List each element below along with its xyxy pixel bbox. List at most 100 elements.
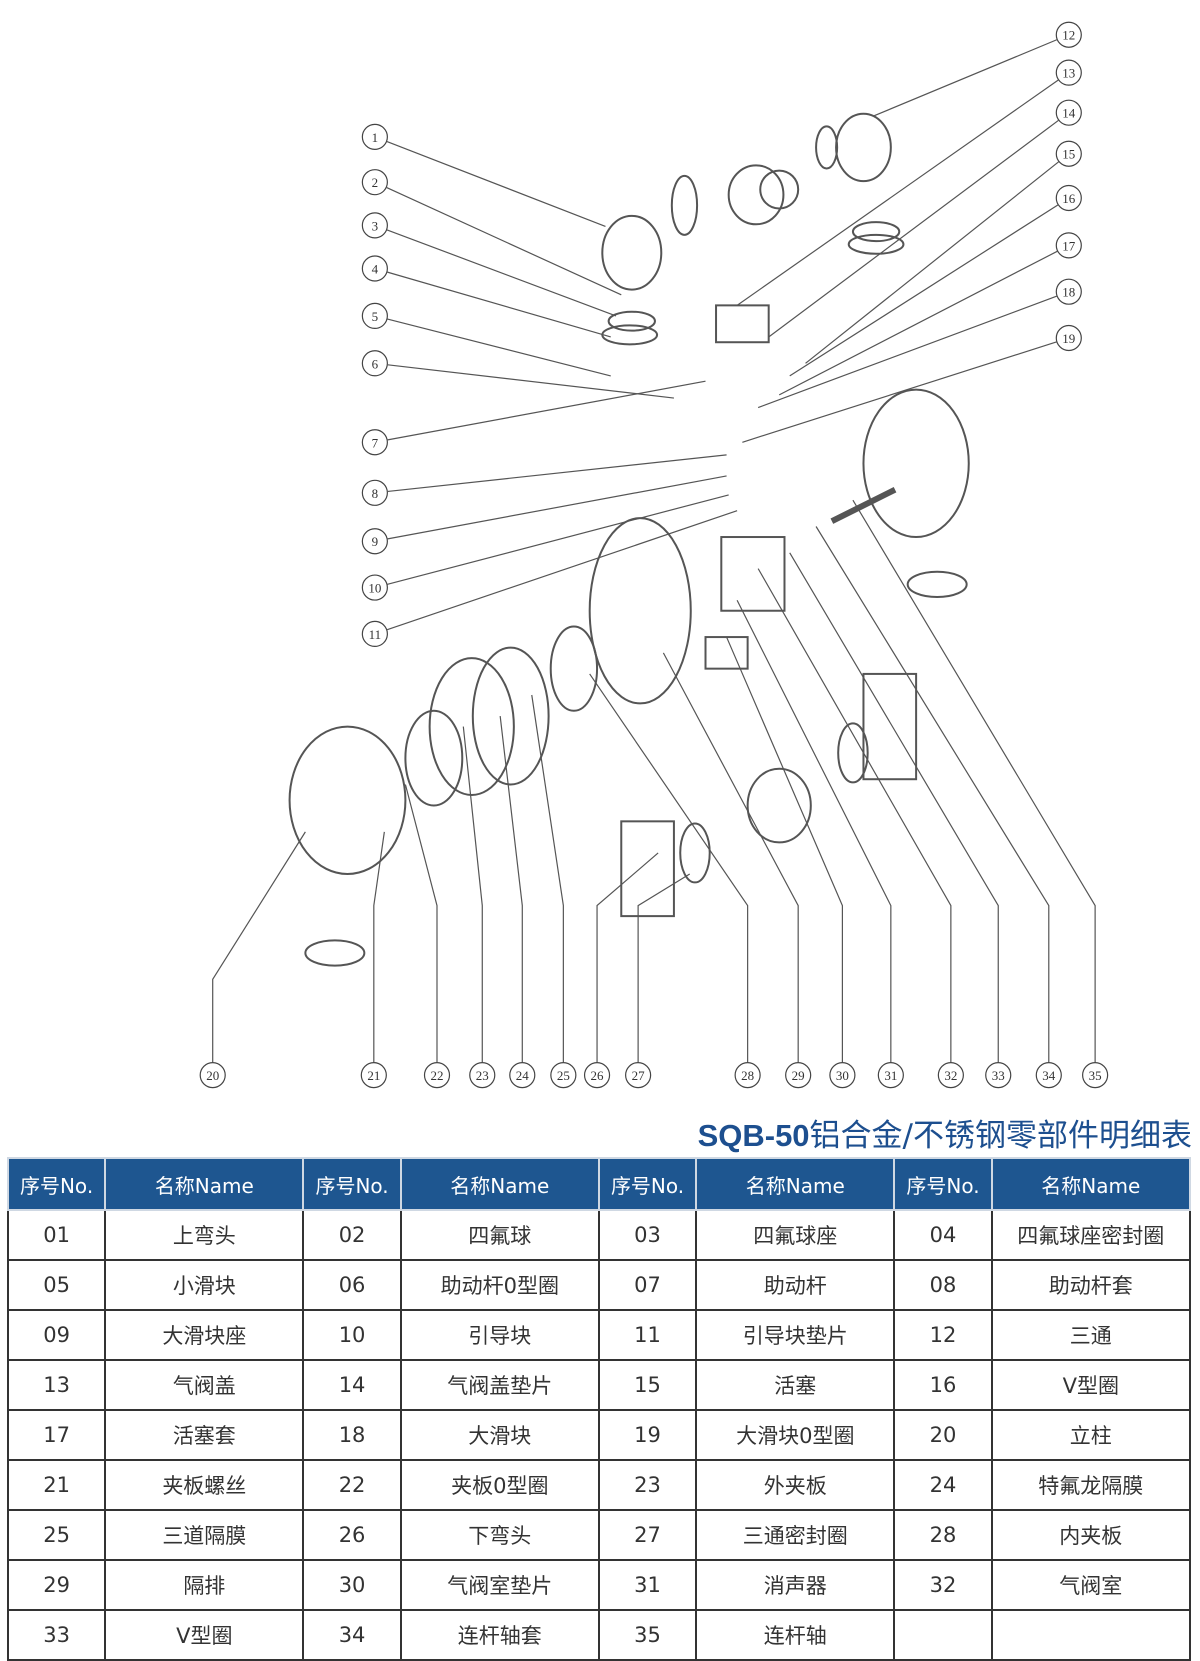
leader-line-28 bbox=[589, 673, 749, 1063]
callout-number: 10 bbox=[368, 581, 381, 596]
leader-line-22 bbox=[404, 784, 438, 1063]
part-name: 助动杆套 bbox=[990, 1259, 1192, 1311]
leader-line-35 bbox=[852, 499, 1096, 1063]
leader-line-15 bbox=[805, 161, 1059, 364]
part-number: 19 bbox=[597, 1409, 698, 1461]
leader-line-2 bbox=[386, 187, 622, 296]
callout-8: 8 bbox=[361, 479, 388, 506]
part-number: 10 bbox=[302, 1309, 402, 1361]
part-number: 11 bbox=[597, 1309, 698, 1361]
leader-line-18 bbox=[757, 295, 1057, 409]
callout-number: 8 bbox=[372, 486, 379, 501]
part-number: 29 bbox=[6, 1559, 107, 1611]
header-number: 序号No. bbox=[302, 1157, 402, 1211]
callout-number: 12 bbox=[1062, 28, 1075, 43]
callout-27: 27 bbox=[625, 1062, 652, 1089]
part-name: 四氟球 bbox=[399, 1209, 600, 1261]
header-number: 序号No. bbox=[6, 1157, 107, 1211]
oring-upper-left bbox=[670, 174, 699, 236]
callout-13: 13 bbox=[1055, 59, 1082, 86]
callout-number: 17 bbox=[1062, 238, 1076, 253]
callout-10: 10 bbox=[361, 574, 388, 601]
callout-15: 15 bbox=[1055, 140, 1082, 167]
callout-number: 26 bbox=[591, 1068, 605, 1083]
part-number: 02 bbox=[302, 1209, 402, 1261]
callout-20: 20 bbox=[199, 1062, 226, 1089]
part-number: 09 bbox=[6, 1309, 107, 1361]
part-name: 助动杆0型圈 bbox=[399, 1259, 600, 1311]
part-name: 特氟龙隔膜 bbox=[990, 1459, 1192, 1511]
callout-number: 11 bbox=[369, 627, 382, 642]
part-name: 活塞套 bbox=[104, 1409, 305, 1461]
part-number: 21 bbox=[6, 1459, 107, 1511]
callout-1: 1 bbox=[361, 123, 388, 150]
part-number: 16 bbox=[893, 1359, 993, 1411]
leader-line-26 bbox=[596, 852, 659, 1063]
part-number: 20 bbox=[893, 1409, 993, 1461]
part-number: 12 bbox=[893, 1309, 993, 1361]
leader-line-34 bbox=[815, 526, 1050, 1063]
callout-number: 25 bbox=[557, 1068, 570, 1083]
part-name: 气阀盖垫片 bbox=[399, 1359, 600, 1411]
leader-line-30 bbox=[726, 636, 844, 1063]
callout-number: 13 bbox=[1062, 66, 1075, 81]
part-number: 27 bbox=[597, 1509, 698, 1561]
callout-number: 35 bbox=[1089, 1068, 1102, 1083]
callout-number: 24 bbox=[516, 1068, 530, 1083]
part-name: 外夹板 bbox=[695, 1459, 896, 1511]
part-name: 活塞 bbox=[695, 1359, 896, 1411]
callout-35: 35 bbox=[1082, 1062, 1109, 1089]
right-ball-seat bbox=[906, 570, 968, 599]
leader-line-7 bbox=[387, 380, 706, 441]
header-name: 名称Name bbox=[104, 1157, 305, 1211]
part-name: 夹板0型圈 bbox=[399, 1459, 600, 1511]
part-number: 25 bbox=[6, 1509, 107, 1561]
leader-line-13 bbox=[736, 79, 1059, 306]
callout-7: 7 bbox=[361, 429, 388, 456]
callout-9: 9 bbox=[361, 528, 388, 555]
callout-number: 23 bbox=[476, 1068, 489, 1083]
callout-number: 21 bbox=[367, 1068, 380, 1083]
part-number: 35 bbox=[597, 1609, 698, 1661]
ball-seat-left bbox=[607, 310, 656, 332]
part-name: 三通 bbox=[990, 1309, 1192, 1361]
callout-number: 20 bbox=[206, 1068, 219, 1083]
callout-3: 3 bbox=[361, 212, 388, 239]
callout-12: 12 bbox=[1055, 21, 1082, 48]
leader-line-1 bbox=[386, 141, 606, 227]
part-number: 24 bbox=[893, 1459, 993, 1511]
part-number: 14 bbox=[302, 1359, 402, 1411]
lower-elbow bbox=[620, 820, 675, 918]
callout-26: 26 bbox=[583, 1062, 611, 1089]
callout-number: 16 bbox=[1062, 191, 1076, 206]
part-number: 17 bbox=[6, 1409, 107, 1461]
leader-line-3 bbox=[386, 229, 617, 317]
part-name: 内夹板 bbox=[990, 1509, 1192, 1561]
callout-30: 30 bbox=[829, 1062, 856, 1089]
part-number: 13 bbox=[6, 1359, 107, 1411]
callout-18: 18 bbox=[1055, 278, 1082, 305]
leader-line-24 bbox=[499, 715, 523, 1063]
callout-number: 30 bbox=[836, 1068, 849, 1083]
callout-6: 6 bbox=[361, 350, 388, 377]
callout-11: 11 bbox=[361, 620, 388, 648]
callout-34: 34 bbox=[1035, 1062, 1062, 1089]
callout-number: 2 bbox=[372, 175, 379, 190]
seat-seal-left bbox=[601, 324, 659, 346]
callout-23: 23 bbox=[469, 1062, 496, 1089]
callout-17: 17 bbox=[1055, 232, 1082, 259]
callout-number: 3 bbox=[372, 218, 379, 233]
leader-line-14 bbox=[768, 119, 1059, 338]
callout-number: 18 bbox=[1062, 285, 1075, 300]
header-number: 序号No. bbox=[893, 1157, 993, 1211]
leader-line-33 bbox=[789, 552, 999, 1063]
part-name: 引导块垫片 bbox=[695, 1309, 896, 1361]
header-number: 序号No. bbox=[597, 1157, 698, 1211]
air-valve-chamber bbox=[720, 536, 786, 612]
